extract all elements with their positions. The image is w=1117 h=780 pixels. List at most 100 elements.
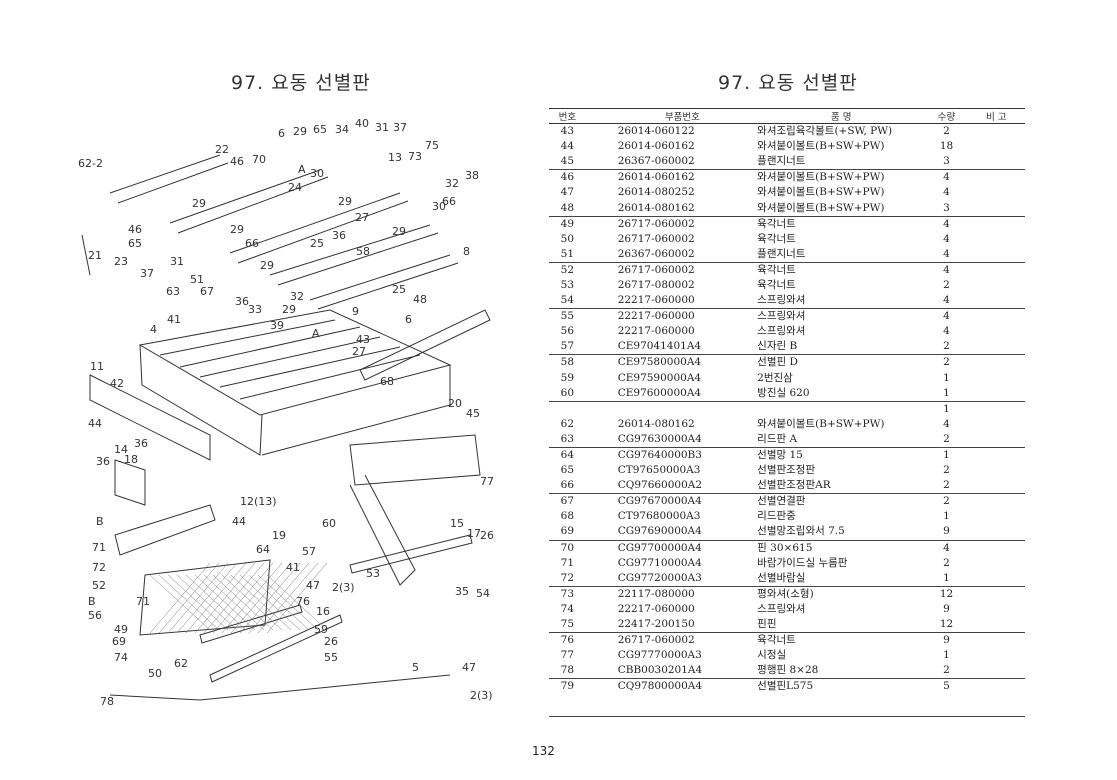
cell-qty: 1 [943, 510, 950, 523]
callout-label: 65 [313, 123, 327, 136]
callout-label: 23 [114, 255, 128, 268]
callout-label: 42 [110, 377, 124, 390]
cell-name: 평행핀 8×28 [747, 663, 926, 680]
cell-remarks [968, 417, 1025, 432]
cell-name: 스프링와셔 [747, 293, 926, 310]
callout-label: 8 [463, 245, 470, 258]
cell-qty: 1 [943, 449, 950, 462]
cell-no: 43 [560, 125, 575, 138]
callout-label: 43 [356, 333, 370, 346]
callout-label: 75 [425, 139, 439, 152]
cell-remarks [968, 262, 1025, 278]
cell-qty: 5 [943, 680, 950, 693]
cell-part-number: CQ97800000A4 [617, 680, 703, 693]
cell-part-number: 22117-080000 [617, 587, 695, 600]
callout-label: 20 [448, 397, 462, 410]
cell-name: 스프링와셔 [757, 602, 806, 615]
cell-no: 70 [560, 541, 575, 554]
callout-label: 36 [134, 437, 148, 450]
cell-remarks [967, 339, 1025, 356]
cell-name: 핀핀 [747, 617, 926, 634]
cell-name [747, 401, 925, 417]
cell-remarks [967, 617, 1025, 634]
cell-qty: 12 [939, 587, 954, 600]
cell-name: 핀 30×615 [757, 541, 813, 554]
callout-label: 41 [286, 561, 300, 574]
callout-label: 31 [170, 255, 184, 268]
cell-qty: 4 [943, 417, 950, 430]
callout-label: 76 [296, 595, 310, 608]
callout-label: 30 [432, 200, 446, 213]
cell-qty: 2 [943, 464, 950, 477]
cell-remarks [968, 447, 1025, 463]
cell-part-number: 26014-080252 [617, 186, 695, 199]
cell-remarks [968, 648, 1025, 663]
callout-label: 9 [352, 305, 359, 318]
cell-qty: 12 [925, 617, 968, 634]
cell-name: 시정실 [757, 649, 787, 662]
callout-label: 26 [480, 529, 494, 542]
cell-no: 55 [560, 310, 575, 323]
cell-name: 와셔붙이볼트(B+SW+PW) [757, 186, 885, 199]
cell-qty: 4 [943, 325, 950, 338]
callout-label: 32 [445, 177, 459, 190]
callout-label: 29 [192, 197, 206, 210]
callout-label: 34 [335, 123, 349, 136]
cell-part-number: CG97710000A4 [617, 556, 702, 569]
cell-remarks [968, 602, 1025, 617]
cell-name: 와셔붙이볼트(B+SW+PW) [757, 140, 885, 153]
callout-label: 4 [150, 323, 157, 336]
cell-part-number: 26014-080162 [617, 417, 695, 430]
callout-label: 47 [306, 579, 320, 592]
cell-remarks [967, 478, 1025, 495]
callout-label: 31 [375, 121, 389, 134]
callout-label: 25 [310, 237, 324, 250]
callout-label: 26 [324, 635, 338, 648]
callout-label: 21 [88, 249, 102, 262]
cell-name: 플랜지너트 [747, 154, 926, 171]
callout-label: 62 [174, 657, 188, 670]
cell-no: 69 [549, 524, 586, 541]
cell-remarks [968, 124, 1025, 140]
cell-part-number: CBB0030201A4 [585, 663, 748, 680]
callout-label: 17 [467, 527, 481, 540]
cell-part-number: CT97650000A3 [617, 464, 701, 477]
header-quantity: 수량 [925, 108, 968, 124]
cell-remarks [968, 324, 1025, 339]
callout-label: 68 [380, 375, 394, 388]
callout-label: 71 [92, 541, 106, 554]
cell-remarks [967, 200, 1025, 217]
cell-qty: 2 [943, 556, 950, 569]
callout-label: 69 [112, 635, 126, 648]
cell-no: 60 [549, 385, 586, 402]
cell-part-number [586, 401, 747, 417]
cell-qty: 3 [925, 154, 968, 171]
callout-label: 64 [256, 543, 270, 556]
cell-remarks [968, 509, 1025, 524]
callout-label: 60 [322, 517, 336, 530]
cell-no: 71 [560, 556, 575, 569]
callout-label: 33 [248, 303, 262, 316]
cell-name: 평와셔(소형) [757, 587, 814, 600]
callout-label: 25 [392, 283, 406, 296]
cell-remarks [968, 494, 1025, 510]
callout-label: 58 [356, 245, 370, 258]
callout-label: 15 [450, 517, 464, 530]
callout-label: 11 [90, 360, 104, 373]
page-title-left: 97. 요동 선별판 [231, 72, 371, 94]
callout-label: 50 [148, 667, 162, 680]
cell-name: 선별망 15 [757, 449, 803, 462]
cell-part-number: CG97720000A3 [585, 570, 748, 587]
cell-no: 53 [560, 278, 575, 291]
cell-no: 74 [560, 602, 575, 615]
